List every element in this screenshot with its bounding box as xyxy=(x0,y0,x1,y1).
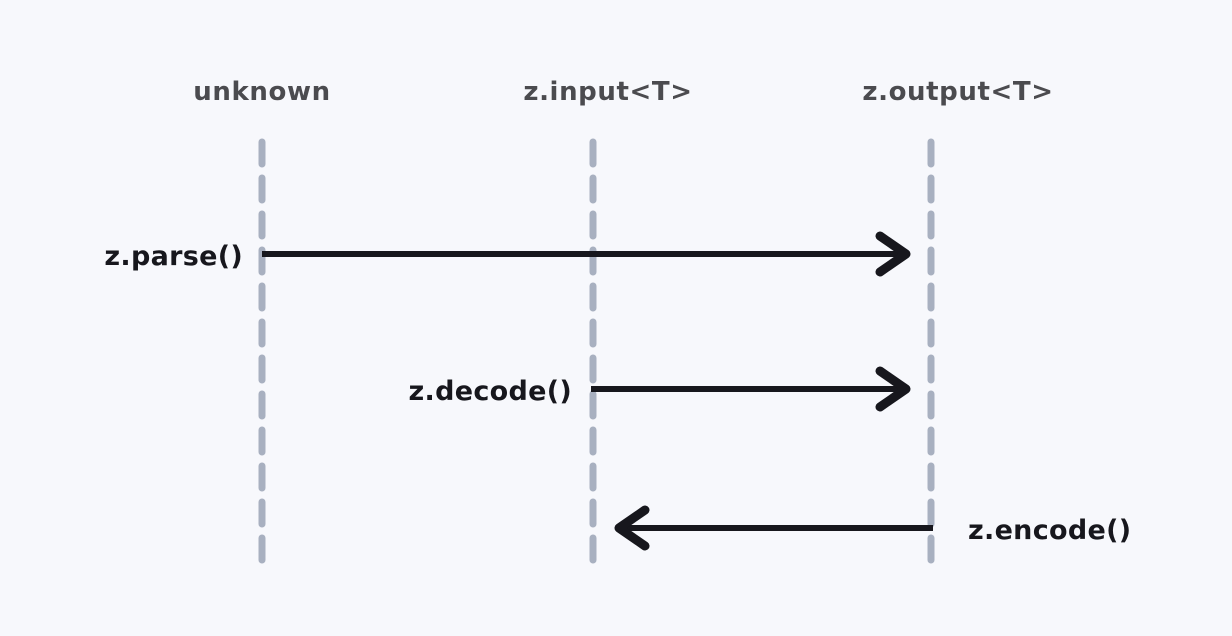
participant-label-unknown: unknown xyxy=(193,77,330,107)
participant-label-z-input: z.input<T> xyxy=(523,77,692,107)
message-arrowhead-parse xyxy=(875,231,911,277)
message-arrowhead-decode xyxy=(875,366,911,412)
participant-label-z-output: z.output<T> xyxy=(862,77,1053,107)
message-label-encode: z.encode() xyxy=(968,515,1131,546)
message-label-decode: z.decode() xyxy=(409,376,572,407)
message-arrowhead-encode xyxy=(614,505,650,551)
message-label-parse: z.parse() xyxy=(104,241,243,272)
